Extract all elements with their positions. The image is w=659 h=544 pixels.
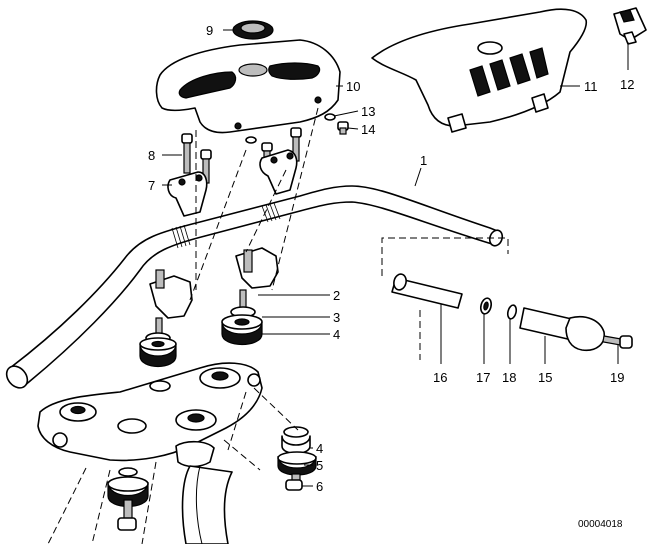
assembly-lines	[47, 107, 509, 544]
callout-9: 9	[206, 23, 213, 38]
callout-16: 16	[433, 370, 447, 385]
callout-4-upper: 4	[333, 327, 340, 342]
rubber-dampers-left	[139, 317, 177, 368]
callout-17: 17	[476, 370, 490, 385]
clip	[613, 7, 647, 45]
callout-5: 5	[316, 458, 323, 473]
handlebar	[5, 185, 504, 389]
bar-end-assembly	[391, 273, 633, 352]
callout-1: 1	[420, 153, 427, 168]
lower-damper-stack-right	[277, 426, 317, 491]
steering-tube	[181, 465, 233, 544]
clamp-lower	[149, 247, 279, 319]
callout-12: 12	[620, 77, 634, 92]
side-cover	[371, 8, 588, 133]
callout-labels: 1 2 3 4 4 5 6 7 8 9 10 11 12 13 14 15 16…	[148, 23, 634, 494]
callout-8: 8	[148, 148, 155, 163]
callout-4-lower: 4	[316, 441, 323, 456]
callout-2: 2	[333, 288, 340, 303]
callout-14: 14	[361, 122, 375, 137]
callout-13: 13	[361, 104, 375, 119]
callout-3: 3	[333, 310, 340, 325]
grommet	[232, 20, 274, 40]
knurl-left	[171, 224, 191, 249]
callout-6: 6	[316, 479, 323, 494]
fork-bridge	[37, 362, 263, 468]
callout-7: 7	[148, 178, 155, 193]
callout-11: 11	[584, 79, 598, 94]
top-cover	[155, 39, 341, 134]
callout-15: 15	[538, 370, 552, 385]
diagram-reference-code: 00004018	[578, 519, 623, 530]
rubber-dampers-right	[221, 289, 263, 345]
callout-19: 19	[610, 370, 624, 385]
callout-18: 18	[502, 370, 516, 385]
lower-damper-stack-left	[107, 467, 149, 531]
leader-lines	[162, 29, 629, 487]
screws-upper	[181, 113, 349, 184]
clamp-upper	[167, 149, 298, 217]
callout-10: 10	[346, 79, 360, 94]
